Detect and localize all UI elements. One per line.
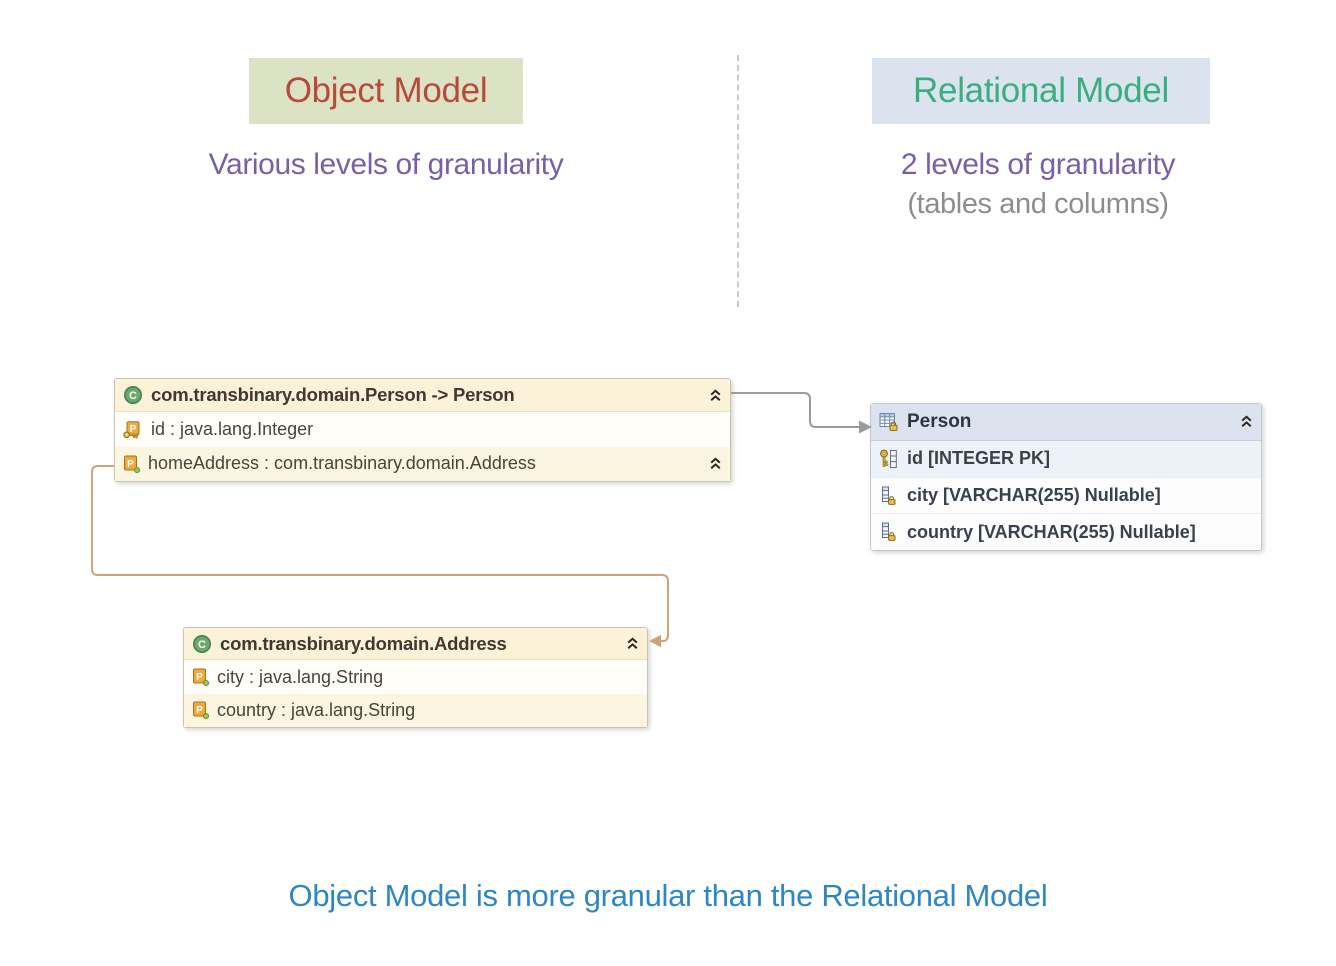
person-class-row-homeaddress: P homeAddress : com.transbinary.domain.A…: [115, 446, 730, 482]
slide-caption: Object Model is more granular than the R…: [288, 878, 1048, 913]
svg-text:P: P: [196, 672, 203, 683]
connector-person-class-to-person-table: [731, 392, 872, 434]
address-class-title: com.transbinary.domain.Address: [220, 632, 507, 654]
connector-home-address-to-address-class: [91, 465, 669, 648]
address-class-row-country: P country : java.lang.String: [184, 693, 647, 727]
address-class-box: C com.transbinary.domain.Address P city …: [183, 627, 648, 728]
svg-text:P: P: [130, 424, 137, 435]
address-class-field-country: country : java.lang.String: [217, 699, 416, 720]
relational-model-subtitle-note: (tables and columns): [907, 188, 1169, 220]
collapse-chevron-icon[interactable]: [626, 637, 639, 650]
property-primary-key-icon: P: [123, 420, 143, 439]
address-class-row-city: P city : java.lang.String: [184, 660, 647, 693]
relational-model-badge: Relational Model: [872, 58, 1210, 124]
primary-key-column-icon: [879, 449, 899, 469]
collapse-chevron-icon[interactable]: [1240, 415, 1253, 428]
divider-dashed-line: [737, 55, 739, 307]
person-table-title: Person: [907, 410, 972, 432]
class-icon: C: [123, 385, 143, 405]
person-table-row-id: id [INTEGER PK]: [871, 440, 1261, 477]
arrowhead-left-icon: [649, 634, 661, 648]
collapse-chevron-icon[interactable]: [709, 389, 722, 402]
relational-model-subtitle: 2 levels of granularity: [900, 148, 1176, 181]
person-table-row-city: city [VARCHAR(255) Nullable]: [871, 476, 1261, 514]
object-model-subtitle: Various levels of granularity: [208, 148, 564, 181]
object-model-badge: Object Model: [249, 58, 523, 124]
svg-text:P: P: [196, 705, 203, 716]
column-icon: [879, 486, 899, 506]
table-icon: [879, 412, 899, 432]
property-icon: P: [192, 701, 209, 720]
collapse-chevron-icon[interactable]: [709, 457, 722, 470]
person-table-header: Person: [871, 404, 1261, 441]
person-class-header: C com.transbinary.domain.Person -> Perso…: [115, 379, 730, 413]
address-class-field-city: city : java.lang.String: [217, 666, 384, 687]
person-class-field-homeaddress: homeAddress : com.transbinary.domain.Add…: [148, 453, 536, 474]
person-table-box: Person id: [870, 403, 1262, 551]
person-class-field-id: id : java.lang.Integer: [151, 419, 314, 440]
person-class-box: C com.transbinary.domain.Person -> Perso…: [114, 378, 731, 482]
property-icon: P: [123, 455, 140, 473]
svg-text:C: C: [129, 390, 137, 402]
person-table-column-id: id [INTEGER PK]: [907, 448, 1050, 469]
svg-text:P: P: [127, 459, 134, 470]
person-table-column-city: city [VARCHAR(255) Nullable]: [907, 485, 1161, 506]
person-table-column-country: country [VARCHAR(255) Nullable]: [907, 521, 1196, 542]
person-class-row-id: P id : java.lang.Integer: [115, 412, 730, 446]
svg-text:C: C: [198, 639, 206, 651]
column-icon: [879, 522, 899, 542]
relational-model-title: Relational Model: [913, 71, 1169, 110]
address-class-header: C com.transbinary.domain.Address: [184, 628, 647, 661]
person-class-title: com.transbinary.domain.Person -> Person: [151, 384, 515, 406]
property-icon: P: [192, 668, 209, 687]
class-icon: C: [192, 634, 212, 654]
object-model-title: Object Model: [284, 71, 488, 110]
person-table-row-country: country [VARCHAR(255) Nullable]: [871, 513, 1261, 550]
